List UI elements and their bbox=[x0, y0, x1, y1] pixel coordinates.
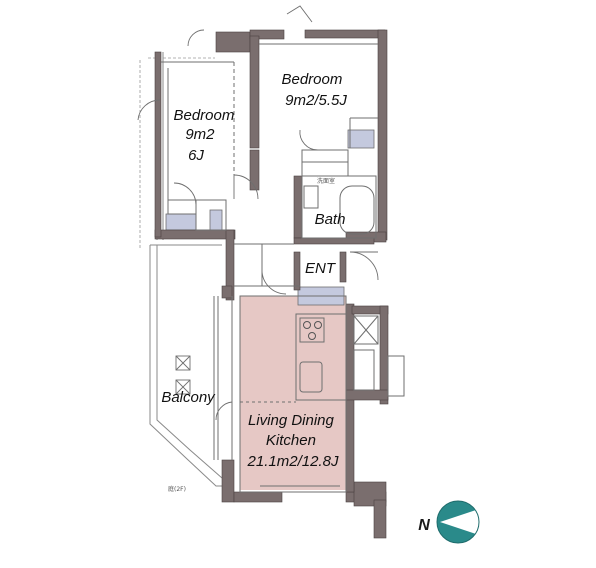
interior-lines bbox=[161, 43, 405, 493]
bedroom-east-label: Bedroom 9m2/5.5J bbox=[281, 71, 347, 109]
garden-annotation: 庭(2F) bbox=[168, 485, 186, 493]
entrance-label: ENT bbox=[305, 260, 337, 277]
storage-areas bbox=[165, 129, 375, 306]
washroom-annotation: 洗面室 bbox=[317, 177, 335, 185]
bedroom-west-label: Bedroom 9m2 6J bbox=[173, 107, 238, 164]
ldk-floor-area bbox=[240, 296, 346, 490]
north-compass-icon bbox=[436, 500, 484, 544]
walls bbox=[154, 29, 389, 539]
bath-label: Bath bbox=[315, 211, 346, 228]
ldk-label: Living Dining Kitchen 21.1m2/12.8J bbox=[247, 412, 339, 470]
doors bbox=[137, 5, 379, 421]
balcony-fixtures bbox=[175, 355, 191, 395]
stove-icon bbox=[303, 321, 322, 340]
balcony-label: Balcony bbox=[161, 389, 216, 406]
compass-north-label: N bbox=[418, 517, 430, 534]
